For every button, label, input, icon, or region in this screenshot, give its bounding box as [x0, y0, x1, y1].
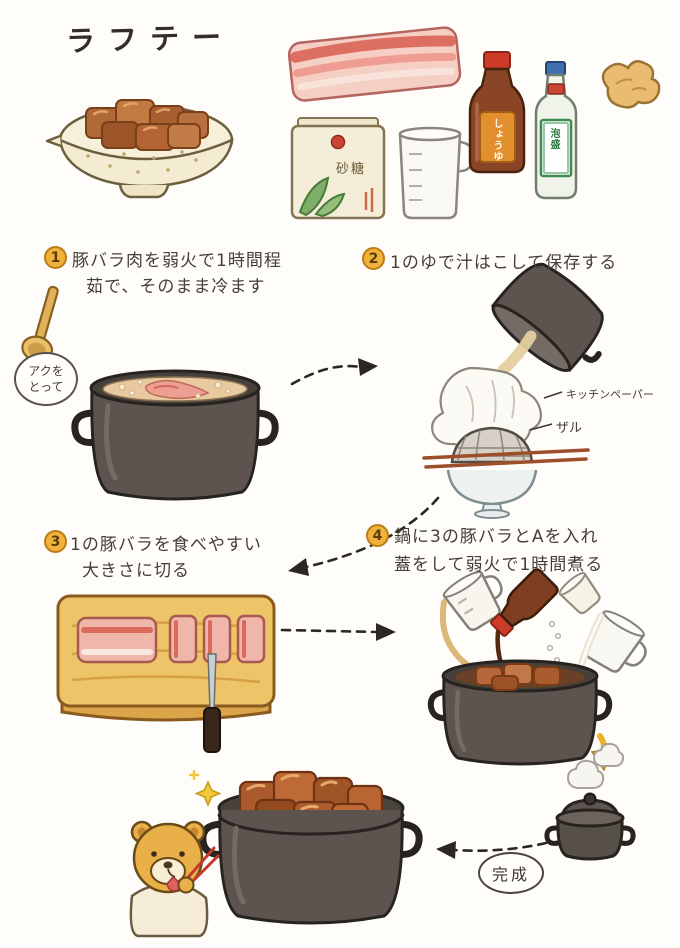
skim-scum-speech-bubble: アクを とって: [14, 352, 78, 406]
step-4-badge: 4: [366, 524, 389, 547]
step-1-text-line2: 茹で、そのまま冷ます: [86, 277, 266, 297]
straining-illustration: [422, 262, 604, 519]
step-3-text-line2: 大きさに切る: [82, 561, 190, 581]
step-2-badge: 2: [362, 247, 385, 270]
simmering-pot-illustration: [544, 792, 636, 861]
rafute-bowl-illustration: [45, 99, 234, 199]
arrow-to-final-pot: [436, 841, 548, 859]
pork-belly-illustration: [287, 26, 462, 102]
sugar-bag-label: 砂糖: [336, 162, 367, 177]
sparkle-icon: [188, 769, 222, 807]
final-pot-illustration: [199, 770, 423, 925]
step-3-badge: 3: [44, 530, 67, 553]
sugar-bag-illustration: [290, 117, 386, 220]
bear-character-illustration: [129, 820, 220, 938]
step-4-text-line1: 鍋に3の豚バラとAを入れ: [394, 527, 599, 547]
step-1-text-line1: 豚バラ肉を弱火で1時間程: [72, 251, 282, 271]
boiling-pot-illustration: [71, 369, 279, 501]
finish-bubble: 完成: [478, 852, 544, 894]
steam-icon: [566, 742, 625, 789]
step-2-text-line1: 1のゆで汁はこして保存する: [390, 253, 618, 273]
kitchen-paper-label: キッチンペーパー: [566, 388, 654, 401]
ginger-illustration: [601, 60, 661, 109]
step-4-text-line2: 蓋をして弱火で1時間煮る: [394, 555, 604, 575]
soy-sauce-label: しょうゆ: [491, 118, 502, 162]
step-1-badge: 1: [44, 246, 67, 269]
skim-scum-line2: とって: [28, 380, 64, 394]
awamori-label: 泡盛: [548, 128, 559, 150]
wooden-spoon-illustration: [21, 285, 59, 363]
measuring-cup-illustration: [398, 126, 475, 220]
sieve-label: ザル: [556, 421, 583, 436]
step-3-text-line1: 1の豚バラを食べやすい: [70, 535, 262, 555]
seasoning-pot-illustration: [427, 568, 647, 766]
soy-sauce-bottle-illustration: [468, 51, 526, 174]
skim-scum-line1: アクを: [28, 363, 64, 378]
page-title: ラフテー: [65, 19, 235, 59]
finish-label: 完成: [491, 865, 530, 884]
awamori-bottle-illustration: [534, 61, 578, 200]
cutting-board-illustration: [56, 594, 276, 753]
arrow-step1-to-step2: [290, 358, 378, 386]
arrow-step3-to-step4: [280, 623, 396, 641]
